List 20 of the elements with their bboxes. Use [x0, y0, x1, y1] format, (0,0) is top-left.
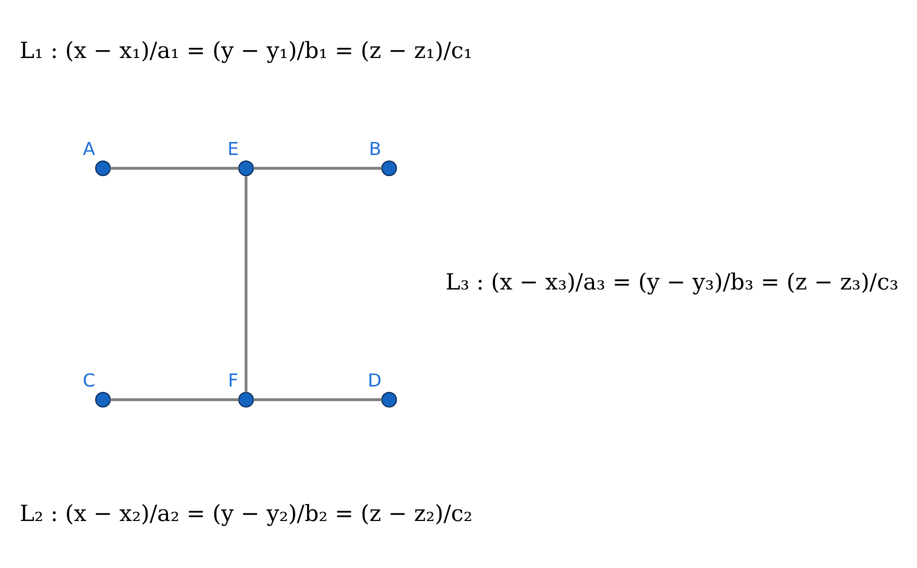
- node-label: A: [82, 139, 95, 160]
- node-circle: [380, 160, 396, 176]
- node-label: B: [368, 139, 381, 160]
- node-label: D: [367, 370, 381, 392]
- node-circle: [94, 392, 110, 408]
- connector: [253, 166, 382, 170]
- node-circle: [238, 392, 254, 408]
- connector: [244, 176, 247, 392]
- node-label: C: [82, 370, 95, 392]
- node-circle: [238, 160, 254, 176]
- label: L₂ : (x − x₂)/a₂ = (y − y₂)/b₂ = (z − z₂)/c₂: [19, 500, 472, 527]
- node-label: F: [228, 370, 238, 392]
- connector: [253, 398, 382, 402]
- label: L₃ : (x − x₃)/a₃ = (y − y₃)/b₃ = (z − z₃)/c₃: [445, 270, 898, 296]
- label: L₁ : (x − x₁)/a₁ = (y − y₁)/b₁ = (z − z₁)/c₁: [19, 38, 472, 64]
- node-label: E: [227, 139, 238, 160]
- node-circle: [380, 392, 396, 408]
- connector: [110, 166, 238, 170]
- connector: [110, 398, 238, 402]
- node-circle: [94, 160, 110, 176]
